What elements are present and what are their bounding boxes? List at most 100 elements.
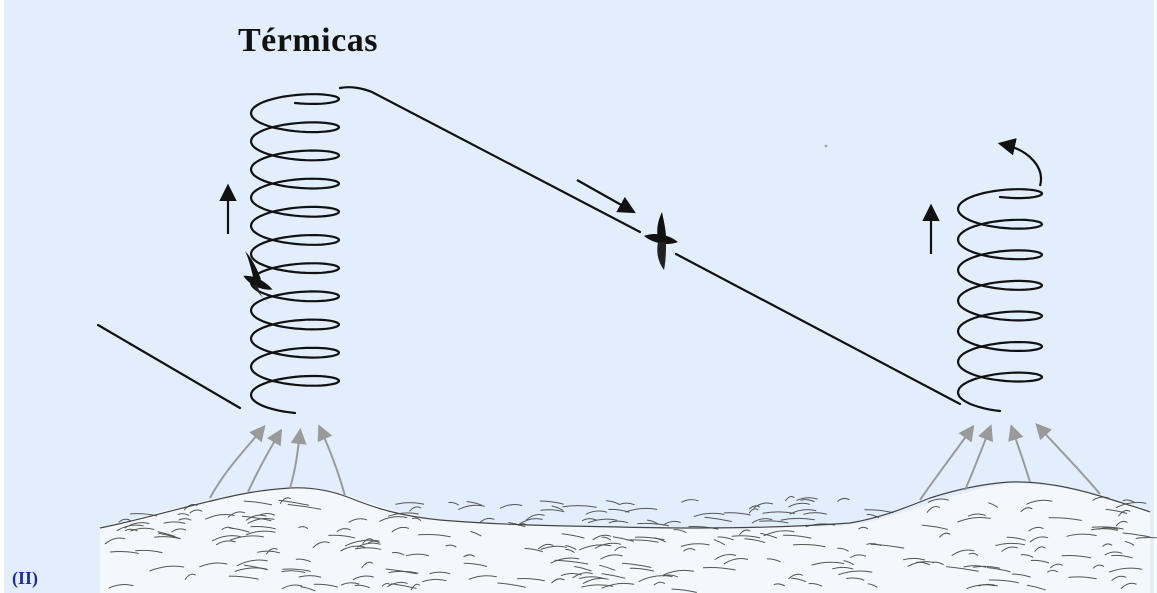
- terrain-stroke: [1102, 543, 1113, 547]
- terrain-stroke: [422, 578, 447, 583]
- terrain-stroke: [837, 547, 849, 552]
- terrain-stroke: [717, 536, 734, 541]
- terrain-stroke: [336, 528, 351, 532]
- terrain-stroke: [1030, 559, 1050, 564]
- terrain-stroke: [228, 575, 259, 580]
- terrain-stroke: [410, 583, 421, 591]
- approach-glide-line: [96, 323, 242, 410]
- terrain-stroke: [600, 554, 623, 560]
- terrain-stroke: [388, 570, 419, 574]
- terrain-stroke: [688, 526, 719, 530]
- terrain-ridge-outline: [99, 481, 1151, 529]
- terrain-stroke: [409, 506, 422, 512]
- terrain-stroke: [599, 564, 616, 571]
- terrain-stroke: [646, 519, 659, 525]
- terrain-stroke: [850, 554, 867, 558]
- terrain-stroke: [788, 573, 803, 580]
- terrain-stroke: [354, 584, 370, 589]
- terrain-stroke: [785, 496, 795, 502]
- flight-path: [96, 86, 1044, 415]
- terrain-stroke: [287, 504, 322, 510]
- terrain-hatching: [104, 496, 1157, 593]
- terrain-stroke: [118, 518, 131, 523]
- terrain-stroke: [951, 549, 975, 556]
- gliding-bird: [644, 212, 678, 270]
- terrain-stroke: [295, 558, 311, 563]
- terrain-stroke: [245, 514, 267, 521]
- terrain-stroke: [1028, 526, 1044, 532]
- terrain-stroke: [279, 497, 291, 504]
- terrain-stroke: [793, 544, 826, 548]
- terrain-stroke: [612, 536, 634, 542]
- terrain-stroke: [760, 532, 777, 539]
- terrain-stroke: [1020, 507, 1033, 513]
- motion-arrows: [219, 138, 1043, 254]
- terrain-stroke: [300, 586, 316, 592]
- terrain-stroke: [927, 498, 949, 503]
- terrain-stroke: [1109, 567, 1143, 573]
- terrain-stroke: [524, 547, 543, 553]
- terrain-stroke: [782, 534, 812, 539]
- updraft-arrow: [317, 424, 346, 497]
- terrain-stroke: [800, 499, 815, 502]
- terrain-stroke: [229, 527, 250, 533]
- terrain-stroke: [1026, 499, 1053, 505]
- terrain-stroke: [832, 566, 854, 570]
- terrain-stroke: [837, 497, 850, 502]
- terrain-stroke: [550, 557, 580, 564]
- terrain-stroke: [1020, 554, 1034, 558]
- terrain-stroke: [518, 518, 543, 525]
- terrain-stroke: [354, 547, 382, 550]
- terrain-stroke: [713, 539, 725, 546]
- terrain-stroke: [246, 530, 276, 535]
- terrain-stroke: [714, 554, 737, 560]
- terrain-stroke: [608, 508, 630, 513]
- terrain-stroke: [788, 502, 811, 508]
- terrain-stroke: [634, 536, 665, 541]
- terrain-stroke: [978, 583, 998, 587]
- terrain-stroke: [618, 502, 635, 506]
- terrain-stroke: [470, 531, 482, 537]
- terrain-stroke: [601, 536, 611, 541]
- terrain-stroke: [703, 567, 736, 571]
- terrain-stroke: [858, 526, 869, 530]
- terrain-stroke: [211, 535, 241, 542]
- terrain-stroke: [243, 564, 269, 571]
- bird-body: [644, 234, 678, 244]
- terrain-stroke: [551, 505, 564, 511]
- terrain-stroke: [739, 529, 751, 536]
- updraft-arrow: [919, 424, 975, 501]
- terrain-stroke: [184, 573, 196, 580]
- updraft-arrow: [209, 424, 266, 499]
- glide-direction-arrow: [576, 179, 636, 214]
- terrain-stroke: [638, 575, 673, 582]
- terrain-stroke: [811, 561, 845, 566]
- terrain-stroke: [680, 543, 710, 547]
- right-thermal: [956, 188, 1044, 413]
- terrain-stroke: [1115, 501, 1147, 508]
- diagram-title: Térmicas: [238, 22, 378, 59]
- terrain-stroke: [622, 562, 652, 568]
- terrain-stroke: [1090, 528, 1118, 531]
- terrain-stroke: [499, 503, 523, 509]
- terrain-stroke: [205, 514, 235, 520]
- terrain-stroke: [1111, 554, 1133, 559]
- terrain-stroke: [445, 544, 457, 548]
- terrain-stroke: [1026, 584, 1046, 591]
- terrain-stroke: [561, 533, 585, 539]
- terrain-stroke: [592, 534, 612, 541]
- bird-wing-lower: [252, 284, 271, 304]
- terrain-stroke: [241, 515, 272, 522]
- terrain-stroke: [463, 562, 488, 567]
- terrain-stroke: [766, 558, 781, 563]
- terrain-stroke: [391, 551, 405, 556]
- terrain-stroke: [988, 579, 1019, 584]
- terrain-stroke: [601, 582, 635, 589]
- terrain-stroke: [227, 511, 245, 518]
- terrain-stroke: [748, 505, 761, 510]
- terrain-stroke: [157, 531, 176, 537]
- terrain-stroke: [391, 526, 409, 533]
- terrain-stroke: [199, 562, 228, 568]
- terrain-stroke: [258, 513, 276, 516]
